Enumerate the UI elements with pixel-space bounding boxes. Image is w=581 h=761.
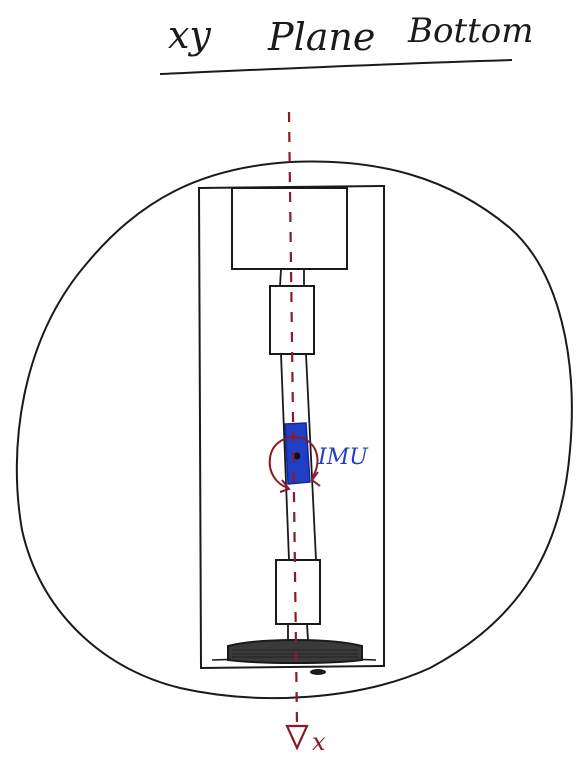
title-underline [159,59,513,75]
lower-block [275,559,321,625]
shaft-line-left-2 [280,353,290,561]
rotation-arrowhead-right [310,471,321,487]
title-word-xy: xy [168,13,211,57]
base-plate [227,639,363,664]
title: xy Plane Bottom [168,11,534,59]
body-outline [15,160,573,700]
base-foot [310,669,326,675]
x-axis-label: x [312,728,326,756]
frame [197,184,385,670]
rotation-arrow [268,436,319,489]
shaft-line-right-2 [305,353,317,561]
rotation-arrowhead-left [279,479,291,493]
top-block [231,187,348,270]
x-axis-dashed-line [287,111,299,726]
imu-label: IMU [317,445,369,470]
title-word-plane: Plane [267,15,375,59]
imu-center-dot [293,452,301,460]
title-word-bottom: Bottom [407,11,534,51]
x-axis-arrowhead [285,724,309,751]
shaft-line-right-3 [306,623,309,641]
shaft-line-left-1 [279,268,282,287]
